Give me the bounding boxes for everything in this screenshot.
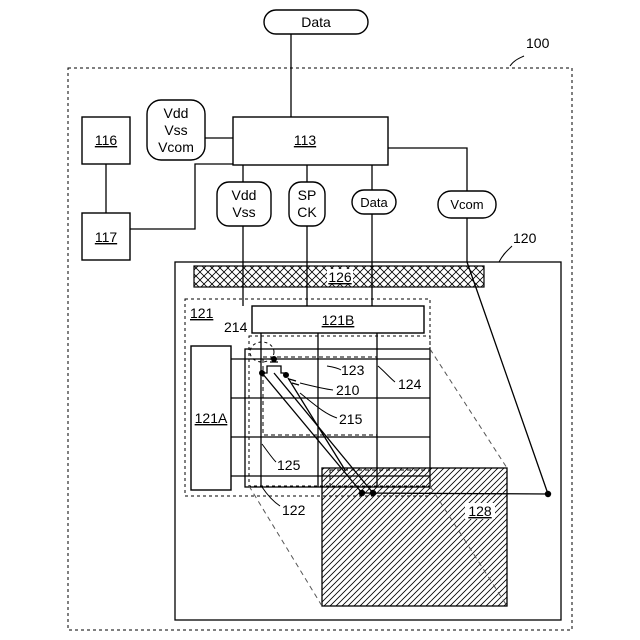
leader-120 (499, 246, 512, 262)
block-121B-label: 121B (322, 312, 355, 328)
leader-100 (510, 56, 524, 66)
block-121A-label: 121A (195, 410, 228, 426)
block-116-label: 116 (95, 132, 118, 148)
projection-line-1 (430, 349, 507, 468)
data-small-label: Data (360, 195, 388, 210)
ref-121: 121 (190, 305, 214, 321)
block-113-label: 113 (294, 132, 317, 148)
block-128 (322, 468, 507, 606)
ref-214: 214 (224, 319, 248, 335)
ref-124: 124 (398, 376, 422, 392)
node-contact-1 (359, 490, 365, 496)
ref-123: 123 (341, 362, 365, 378)
node-tft-source (259, 370, 265, 376)
ref-128: 128 (468, 503, 492, 519)
vdd-vss-vss: Vss (232, 204, 255, 220)
spck-ck: CK (297, 204, 317, 220)
vdd-vss-vdd: Vdd (232, 187, 257, 203)
supply-vss: Vss (164, 122, 187, 138)
ref-100: 100 (526, 35, 550, 51)
supply-vdd: Vdd (164, 105, 189, 121)
block-117-label: 117 (95, 229, 118, 245)
line-113-vcom (388, 148, 467, 191)
leader-123 (327, 366, 341, 370)
ref-215: 215 (339, 411, 363, 427)
ref-125: 125 (277, 457, 301, 473)
node-tft-drain (283, 372, 289, 378)
spck-sp: SP (298, 187, 317, 203)
leader-124 (378, 366, 395, 382)
pixel-grid (245, 349, 430, 487)
vcom-diagonal (467, 262, 548, 494)
node-vcom (545, 491, 551, 497)
node-contact-2 (370, 490, 376, 496)
leader-125 (262, 444, 276, 462)
ref-210: 210 (336, 382, 360, 398)
ref-120: 120 (513, 230, 537, 246)
supply-vcom: Vcom (158, 139, 194, 155)
vcom-label: Vcom (450, 197, 483, 212)
data-input-label: Data (301, 14, 331, 30)
ref-122: 122 (282, 502, 306, 518)
leader-210 (300, 383, 333, 390)
ref-126: 126 (328, 269, 352, 285)
